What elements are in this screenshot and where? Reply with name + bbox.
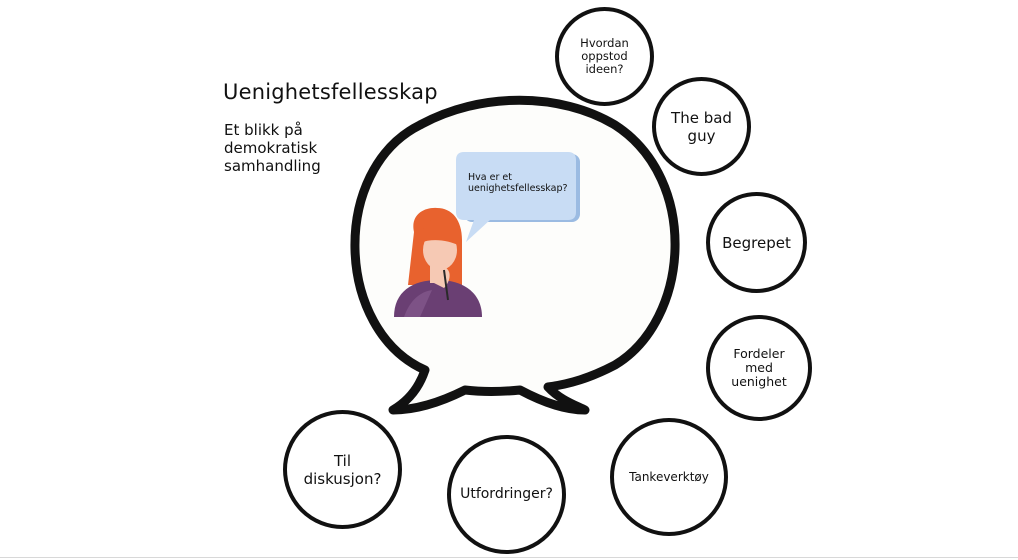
topic-utfordringer[interactable]: Utfordringer? bbox=[447, 435, 566, 554]
topic-label: Tankeverktøy bbox=[629, 470, 709, 484]
topic-label: Begrepet bbox=[722, 233, 791, 252]
page-bottom-line bbox=[0, 557, 1018, 558]
topic-hvordan-oppstod-ideen[interactable]: Hvordan oppstod ideen? bbox=[555, 7, 654, 106]
topic-label: Hvordan oppstod ideen? bbox=[580, 36, 629, 76]
topic-the-bad-guy[interactable]: The bad guy bbox=[652, 77, 751, 176]
topic-fordeler-med-uenighet[interactable]: Fordeler med uenighet bbox=[706, 315, 812, 421]
topic-label: Fordeler med uenighet bbox=[731, 346, 787, 389]
topic-tankeverktoy[interactable]: Tankeverktøy bbox=[610, 418, 728, 536]
topic-label: The bad guy bbox=[671, 108, 732, 145]
topic-label: Til diskusjon? bbox=[303, 451, 382, 488]
thinking-person-illustration bbox=[394, 207, 482, 317]
topic-begrepet[interactable]: Begrepet bbox=[706, 192, 807, 293]
central-speech-bubble bbox=[350, 95, 680, 415]
page-title: Uenighetsfellesskap bbox=[223, 80, 438, 104]
topic-label: Utfordringer? bbox=[460, 486, 553, 502]
question-bubble-text: Hva er et uenighetsfellesskap? bbox=[468, 172, 568, 194]
page-subtitle: Et blikk på demokratisk samhandling bbox=[224, 121, 321, 175]
topic-til-diskusjon[interactable]: Til diskusjon? bbox=[283, 410, 402, 529]
question-speech-bubble bbox=[456, 152, 580, 242]
